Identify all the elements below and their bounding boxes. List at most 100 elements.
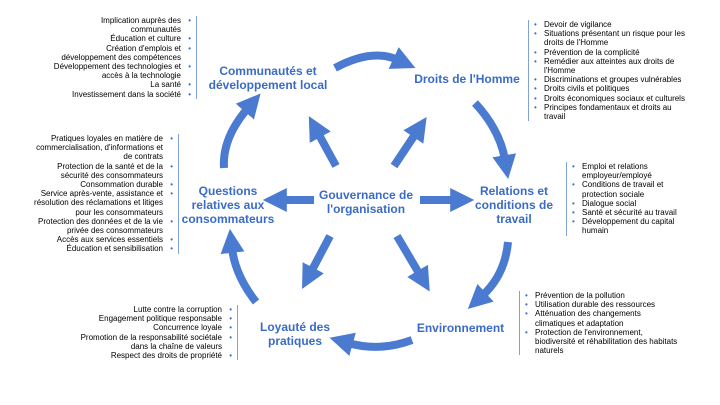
bullet-icon: • [229, 323, 232, 333]
questions-item-text: Service après-vente, assistance et résol… [34, 189, 163, 217]
questions-item: • Protection de la santé et de la sécurit… [6, 162, 173, 180]
bullet-icon: • [188, 80, 191, 90]
bullet-icon: • [170, 216, 173, 226]
bullet-icon: • [525, 291, 528, 300]
communautes-item-text: Éducation et culture [110, 34, 181, 44]
communautes-item: •Développement des technologies et accès… [28, 62, 191, 80]
communautes-item-text: Implication auprès des communautés [100, 16, 181, 35]
cycle-arrow-environnement-to-loyaute [329, 332, 414, 356]
questions-item: • Éducation et sensibilisation [6, 244, 173, 253]
droits-item: • Situations présentant un risque pour le… [534, 29, 719, 47]
questions-item-text: Accès aux services essentiels [56, 235, 163, 245]
cycle-arrow-loyaute-to-questions [220, 228, 260, 305]
questions-item: • Service après-vente, assistance et réso… [6, 189, 173, 217]
bullet-icon: • [534, 56, 537, 66]
relations-item: •Santé et sécurité au travail [572, 208, 720, 217]
droits-item: • Droits économiques sociaux et culturels [534, 94, 719, 103]
bullet-icon: • [229, 314, 232, 324]
questions-item: • Consommation durable [6, 180, 173, 189]
relations-item: • Développement du capital humain [572, 217, 720, 235]
environnement-item: •Atténuation des changements climatiques… [525, 309, 720, 327]
environnement-item: •Utilisation durable des ressources [525, 300, 720, 309]
radial-arrow-to-environnement [393, 233, 430, 292]
relations-item-text: Conditions de travail et protection soci… [582, 180, 664, 199]
questions-item-text: Pratiques loyales en matière de commerci… [36, 134, 163, 162]
radial-arrow-to-droits [390, 117, 427, 169]
droits-item: • Remédier aux atteintes aux droits de l'… [534, 57, 719, 75]
bullet-icon: • [188, 16, 191, 25]
droits-item-text: Droits économiques sociaux et culturels [544, 93, 685, 103]
list-droits: • Devoir de vigilance • Situations présenta… [528, 20, 719, 122]
bullet-icon: • [534, 47, 537, 57]
bullet-icon: • [188, 43, 191, 53]
communautes-item: • Implication auprès des communautés [28, 16, 191, 34]
communautes-item-text: Création d'emplois et développement des … [61, 43, 181, 62]
cycle-arrow-relations-to-environnement [467, 241, 512, 309]
questions-item: • Accès aux services essentiels [6, 235, 173, 244]
node-questions: Questions relatives aux consommateurs [181, 184, 275, 226]
questions-item-text: Consommation durable [80, 180, 163, 190]
droits-item-text: Devoir de vigilance [544, 20, 612, 29]
bullet-icon: • [534, 102, 537, 112]
questions-item-text: Protection des données et de la vie priv… [38, 216, 163, 236]
node-environnement: Environnement [416, 321, 505, 335]
cycle-arrow-questions-to-communautes [219, 93, 261, 169]
bullet-icon: • [170, 180, 173, 190]
questions-item-text: Protection de la santé et de la sécurité… [57, 161, 163, 180]
environnement-item-text: Prévention de la pollution [535, 291, 625, 300]
bullet-icon: • [170, 235, 173, 245]
node-communautes: Communautés et développement local [208, 64, 328, 92]
loyaute-item: •Respect des droits de propriété [42, 351, 232, 360]
droits-item: • Principes fondamentaux et droits au tra… [534, 103, 719, 121]
bullet-icon: • [170, 161, 173, 171]
bullet-icon: • [188, 89, 191, 99]
bullet-icon: • [534, 84, 537, 94]
bullet-icon: • [525, 300, 528, 310]
relations-item-text: Développement du capital humain [582, 217, 675, 236]
loyaute-item-text: Respect des droits de propriété [110, 351, 222, 361]
relations-item: • Dialogue social [572, 199, 720, 208]
list-questions: • Pratiques loyales en matière de commerc… [6, 134, 179, 254]
communautes-item: •Éducation et culture [28, 34, 191, 43]
node-droits: Droits de l'Homme [414, 72, 520, 86]
center-node-gouvernance: Gouvernance de l'organisation [318, 188, 414, 216]
loyaute-item-text: Lutte contre la corruption [133, 305, 223, 314]
cycle-arrow-droits-to-relations [472, 100, 517, 179]
communautes-item-text: Développement des technologies et accès … [53, 62, 181, 81]
communautes-item: • La santé [28, 80, 191, 89]
relations-item: •Conditions de travail et protection soc… [572, 180, 720, 198]
bullet-icon: • [534, 93, 537, 103]
communautes-item-text: La santé [150, 80, 181, 90]
node-relations: Relations et conditions de travail [475, 184, 553, 226]
relations-item-text: Dialogue social [582, 198, 637, 208]
questions-item-text: Éducation et sensibilisation [66, 244, 163, 254]
environnement-item-text: Atténuation des changements climatiques … [535, 309, 641, 328]
bullet-icon: • [572, 217, 575, 227]
loyaute-item: •Concurrence loyale [42, 323, 232, 332]
loyaute-item-text: Promotion de la responsabilité sociétale… [80, 332, 222, 351]
droits-item-text: Prévention de la complicité [544, 47, 640, 57]
bullet-icon: • [534, 20, 537, 29]
loyaute-item-text: Engagement politique responsable [98, 314, 222, 324]
droits-item-text: Discriminations et groupes vulnérables [544, 75, 682, 85]
bullet-icon: • [572, 162, 575, 171]
droits-item-text: Remédier aux atteintes aux droits de l'H… [544, 56, 675, 76]
communautes-item: • Création d'emplois et développement des… [28, 44, 191, 62]
droits-item-text: Situations présentant un risque pour les… [544, 29, 685, 48]
bullet-icon: • [170, 189, 173, 199]
bullet-icon: • [170, 244, 173, 254]
relations-item: •Emploi et relations employeur/employé [572, 162, 720, 180]
droits-item: • Devoir de vigilance [534, 20, 719, 29]
bullet-icon: • [572, 198, 575, 208]
bullet-icon: • [534, 29, 537, 39]
bullet-icon: • [534, 75, 537, 85]
droits-item-text: Droits civils et politiques [544, 84, 630, 94]
loyaute-item: •Lutte contre la corruption [42, 305, 233, 314]
environnement-item: • Prévention de la pollution [525, 291, 720, 300]
droits-item-text: Principes fondamentaux et droits au trav… [544, 102, 672, 122]
list-environnement: • Prévention de la pollution•Utilisation … [519, 291, 720, 356]
list-relations: •Emploi et relations employeur/employé•C… [566, 162, 720, 236]
node-loyaute: Loyauté des pratiques [259, 320, 331, 348]
communautes-item-text: Investissement dans la société [72, 89, 181, 99]
